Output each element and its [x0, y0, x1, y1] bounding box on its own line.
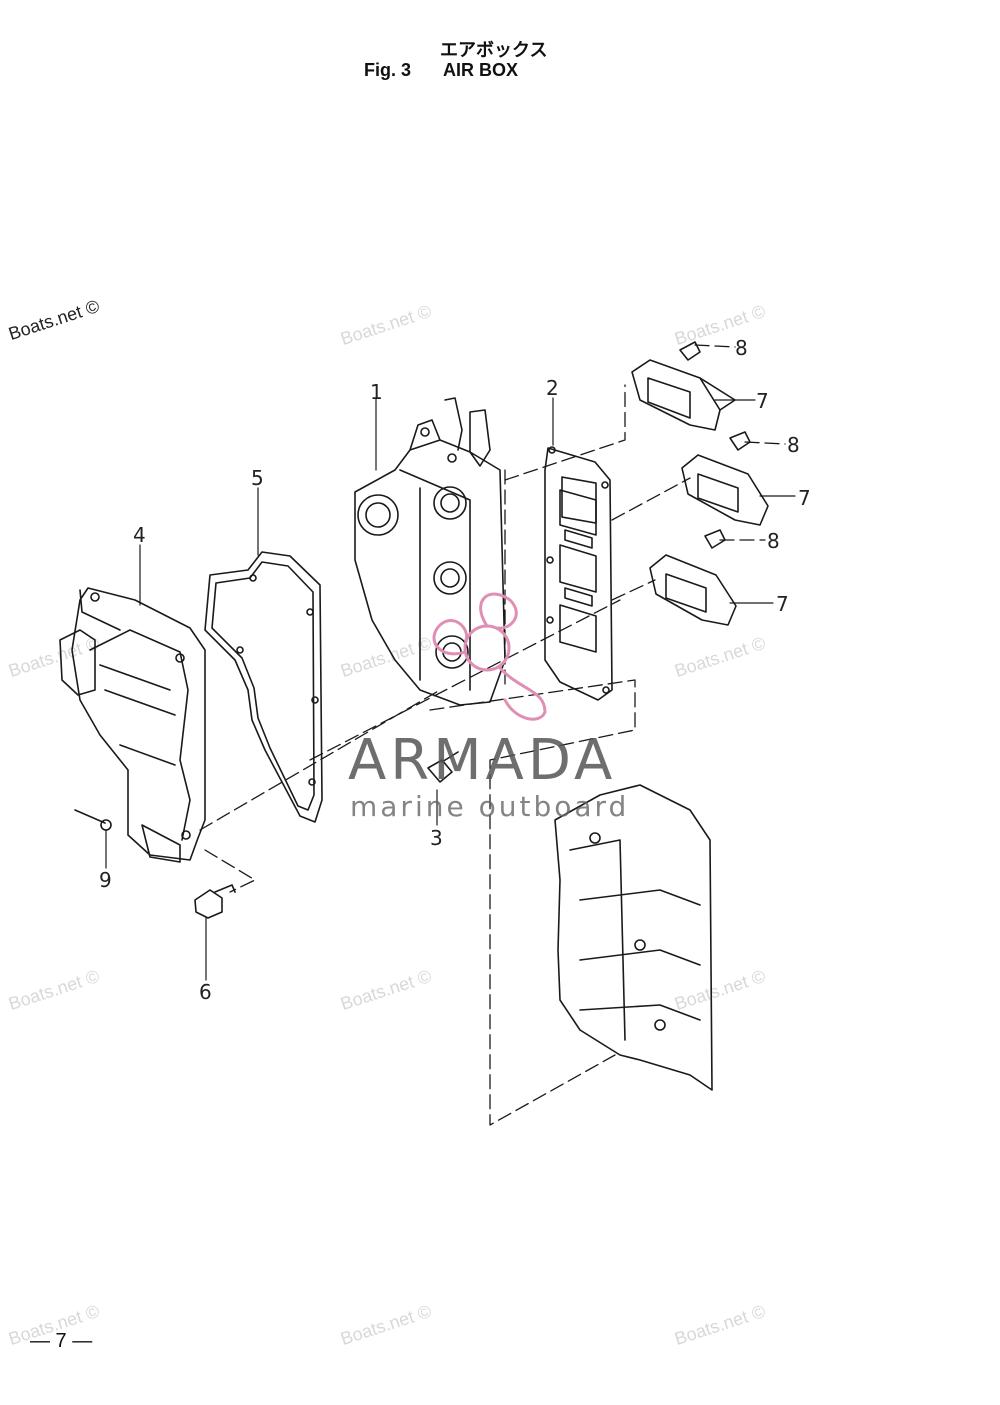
- callout-label: 8: [767, 529, 780, 553]
- logo-propeller-icon: [432, 592, 547, 721]
- callout-label: 3: [430, 826, 443, 850]
- callout-label: 7: [798, 486, 811, 510]
- reed-valve-part-7-bottom: [649, 554, 737, 626]
- title-japanese: エアボックス: [440, 40, 548, 61]
- callout-label: 8: [735, 336, 748, 360]
- callout-label: 8: [787, 433, 800, 457]
- crankcase-block: [554, 784, 713, 1091]
- callout-label: 2: [546, 376, 559, 400]
- air-box-cover-part-4: [59, 587, 206, 863]
- callout-label: 7: [776, 592, 789, 616]
- intake-manifold-part-1: [354, 397, 506, 706]
- bolt-part-9: [74, 809, 112, 831]
- plug-part-6: [194, 884, 236, 919]
- figure-number: Fig. 3: [364, 60, 412, 80]
- callout-label: 7: [756, 389, 769, 413]
- gasket-part-2: [544, 446, 613, 701]
- callout-label: 5: [251, 466, 264, 490]
- leader-lines: [199, 344, 786, 1126]
- callout-label: 6: [199, 980, 212, 1004]
- bolt-part-3: [427, 751, 459, 783]
- gasket-part-5: [204, 551, 323, 823]
- title-english: AIR BOX: [443, 60, 519, 80]
- screw-part-8: [679, 341, 751, 549]
- logo-tagline: marine outboard: [350, 790, 630, 823]
- reed-valve-part-7-middle: [681, 454, 769, 526]
- callout-label: 1: [370, 380, 383, 404]
- callout-label: 4: [133, 523, 146, 547]
- logo-armada: ARMADA: [348, 728, 617, 793]
- reed-valve-part-7-top: [631, 359, 736, 431]
- callout-lines: [105, 397, 796, 981]
- callout-label: 9: [99, 868, 112, 892]
- page-number: — 7 —: [30, 1330, 93, 1352]
